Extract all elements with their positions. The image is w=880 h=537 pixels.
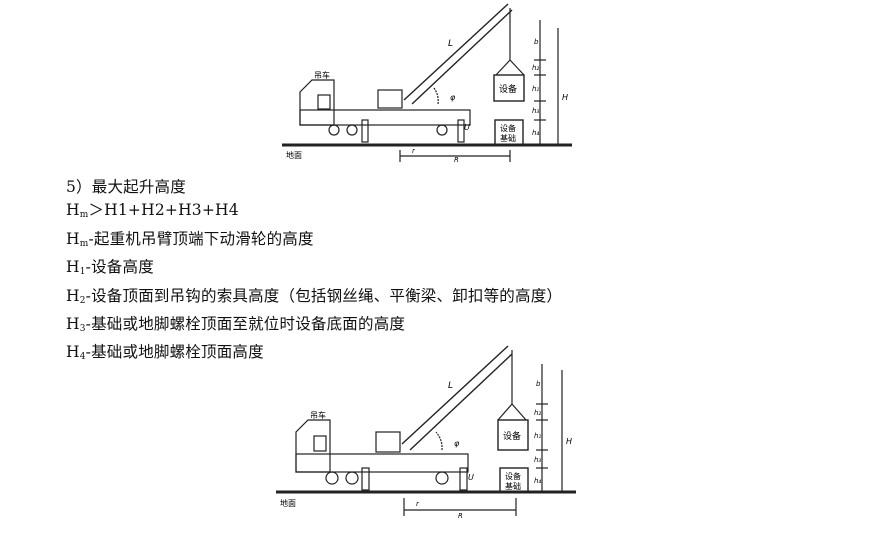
foundation-label-2: 基础 xyxy=(505,481,521,491)
formula-line: Hm＞H1+H2+H3+H4 xyxy=(66,201,239,221)
section-heading: 5）最大起升高度 xyxy=(66,178,186,196)
dim-h2-label: h₂ xyxy=(534,409,541,417)
dim-h3-label: h₃ xyxy=(532,107,539,115)
boom-angle-label: φ xyxy=(454,439,460,448)
crane-diagram-bottom: 吊车 地面 设备 设备 基础 L φ b h₂ h₁ h₃ h₄ H U r R xyxy=(276,345,576,520)
ground-label: 地面 xyxy=(280,498,296,508)
definition-h1: H1-设备高度 xyxy=(66,258,154,278)
foundation-label-1: 设备 xyxy=(505,471,521,481)
equipment-label: 设备 xyxy=(499,83,517,95)
dim-H-label: H xyxy=(566,437,572,446)
crane-diagram-top: 吊车 地面 设备 设备 基础 L φ b h₂ h₁ h₃ h₄ H U r R xyxy=(282,3,572,164)
dim-R-label: R xyxy=(458,512,463,520)
truck-label: 吊车 xyxy=(310,410,326,420)
dim-b-label: b xyxy=(534,38,539,46)
truck-label: 吊车 xyxy=(314,70,330,80)
dim-b-label: b xyxy=(536,380,541,388)
text-block: 5）最大起升高度 Hm＞H1+H2+H3+H4 Hm-起重机吊臂顶端下动滑轮的高… xyxy=(66,176,766,370)
dim-U-label: U xyxy=(468,473,474,482)
boom-length-label: L xyxy=(448,381,453,391)
foundation-label-2: 基础 xyxy=(500,133,516,143)
dim-h1-label: h₁ xyxy=(534,432,541,440)
dim-R-label: R xyxy=(454,156,459,164)
definition-h3: H3-基础或地脚螺栓顶面至就位时设备底面的高度 xyxy=(66,315,406,335)
definition-hm: Hm-起重机吊臂顶端下动滑轮的高度 xyxy=(66,229,314,249)
dim-h4-label: h₄ xyxy=(534,477,541,485)
dim-h4-label: h₄ xyxy=(532,129,539,137)
dim-r-label: r xyxy=(416,500,420,508)
boom-length-label: L xyxy=(448,39,453,49)
boom-angle-label: φ xyxy=(450,93,456,102)
dim-h3-label: h₃ xyxy=(534,456,541,464)
equipment-label: 设备 xyxy=(503,430,521,442)
definition-h4: H4-基础或地脚螺栓顶面高度 xyxy=(66,343,264,363)
dim-H-label: H xyxy=(562,93,568,102)
dim-r-label: r xyxy=(412,147,416,155)
ground-label: 地面 xyxy=(286,150,302,160)
definition-h2: H2-设备顶面到吊钩的索具高度（包括钢丝绳、平衡梁、卸扣等的高度） xyxy=(66,286,563,306)
foundation-label-1: 设备 xyxy=(500,123,516,133)
dim-h1-label: h₁ xyxy=(532,85,539,93)
dim-U-label: U xyxy=(464,123,470,132)
dim-h2-label: h₂ xyxy=(532,64,539,72)
